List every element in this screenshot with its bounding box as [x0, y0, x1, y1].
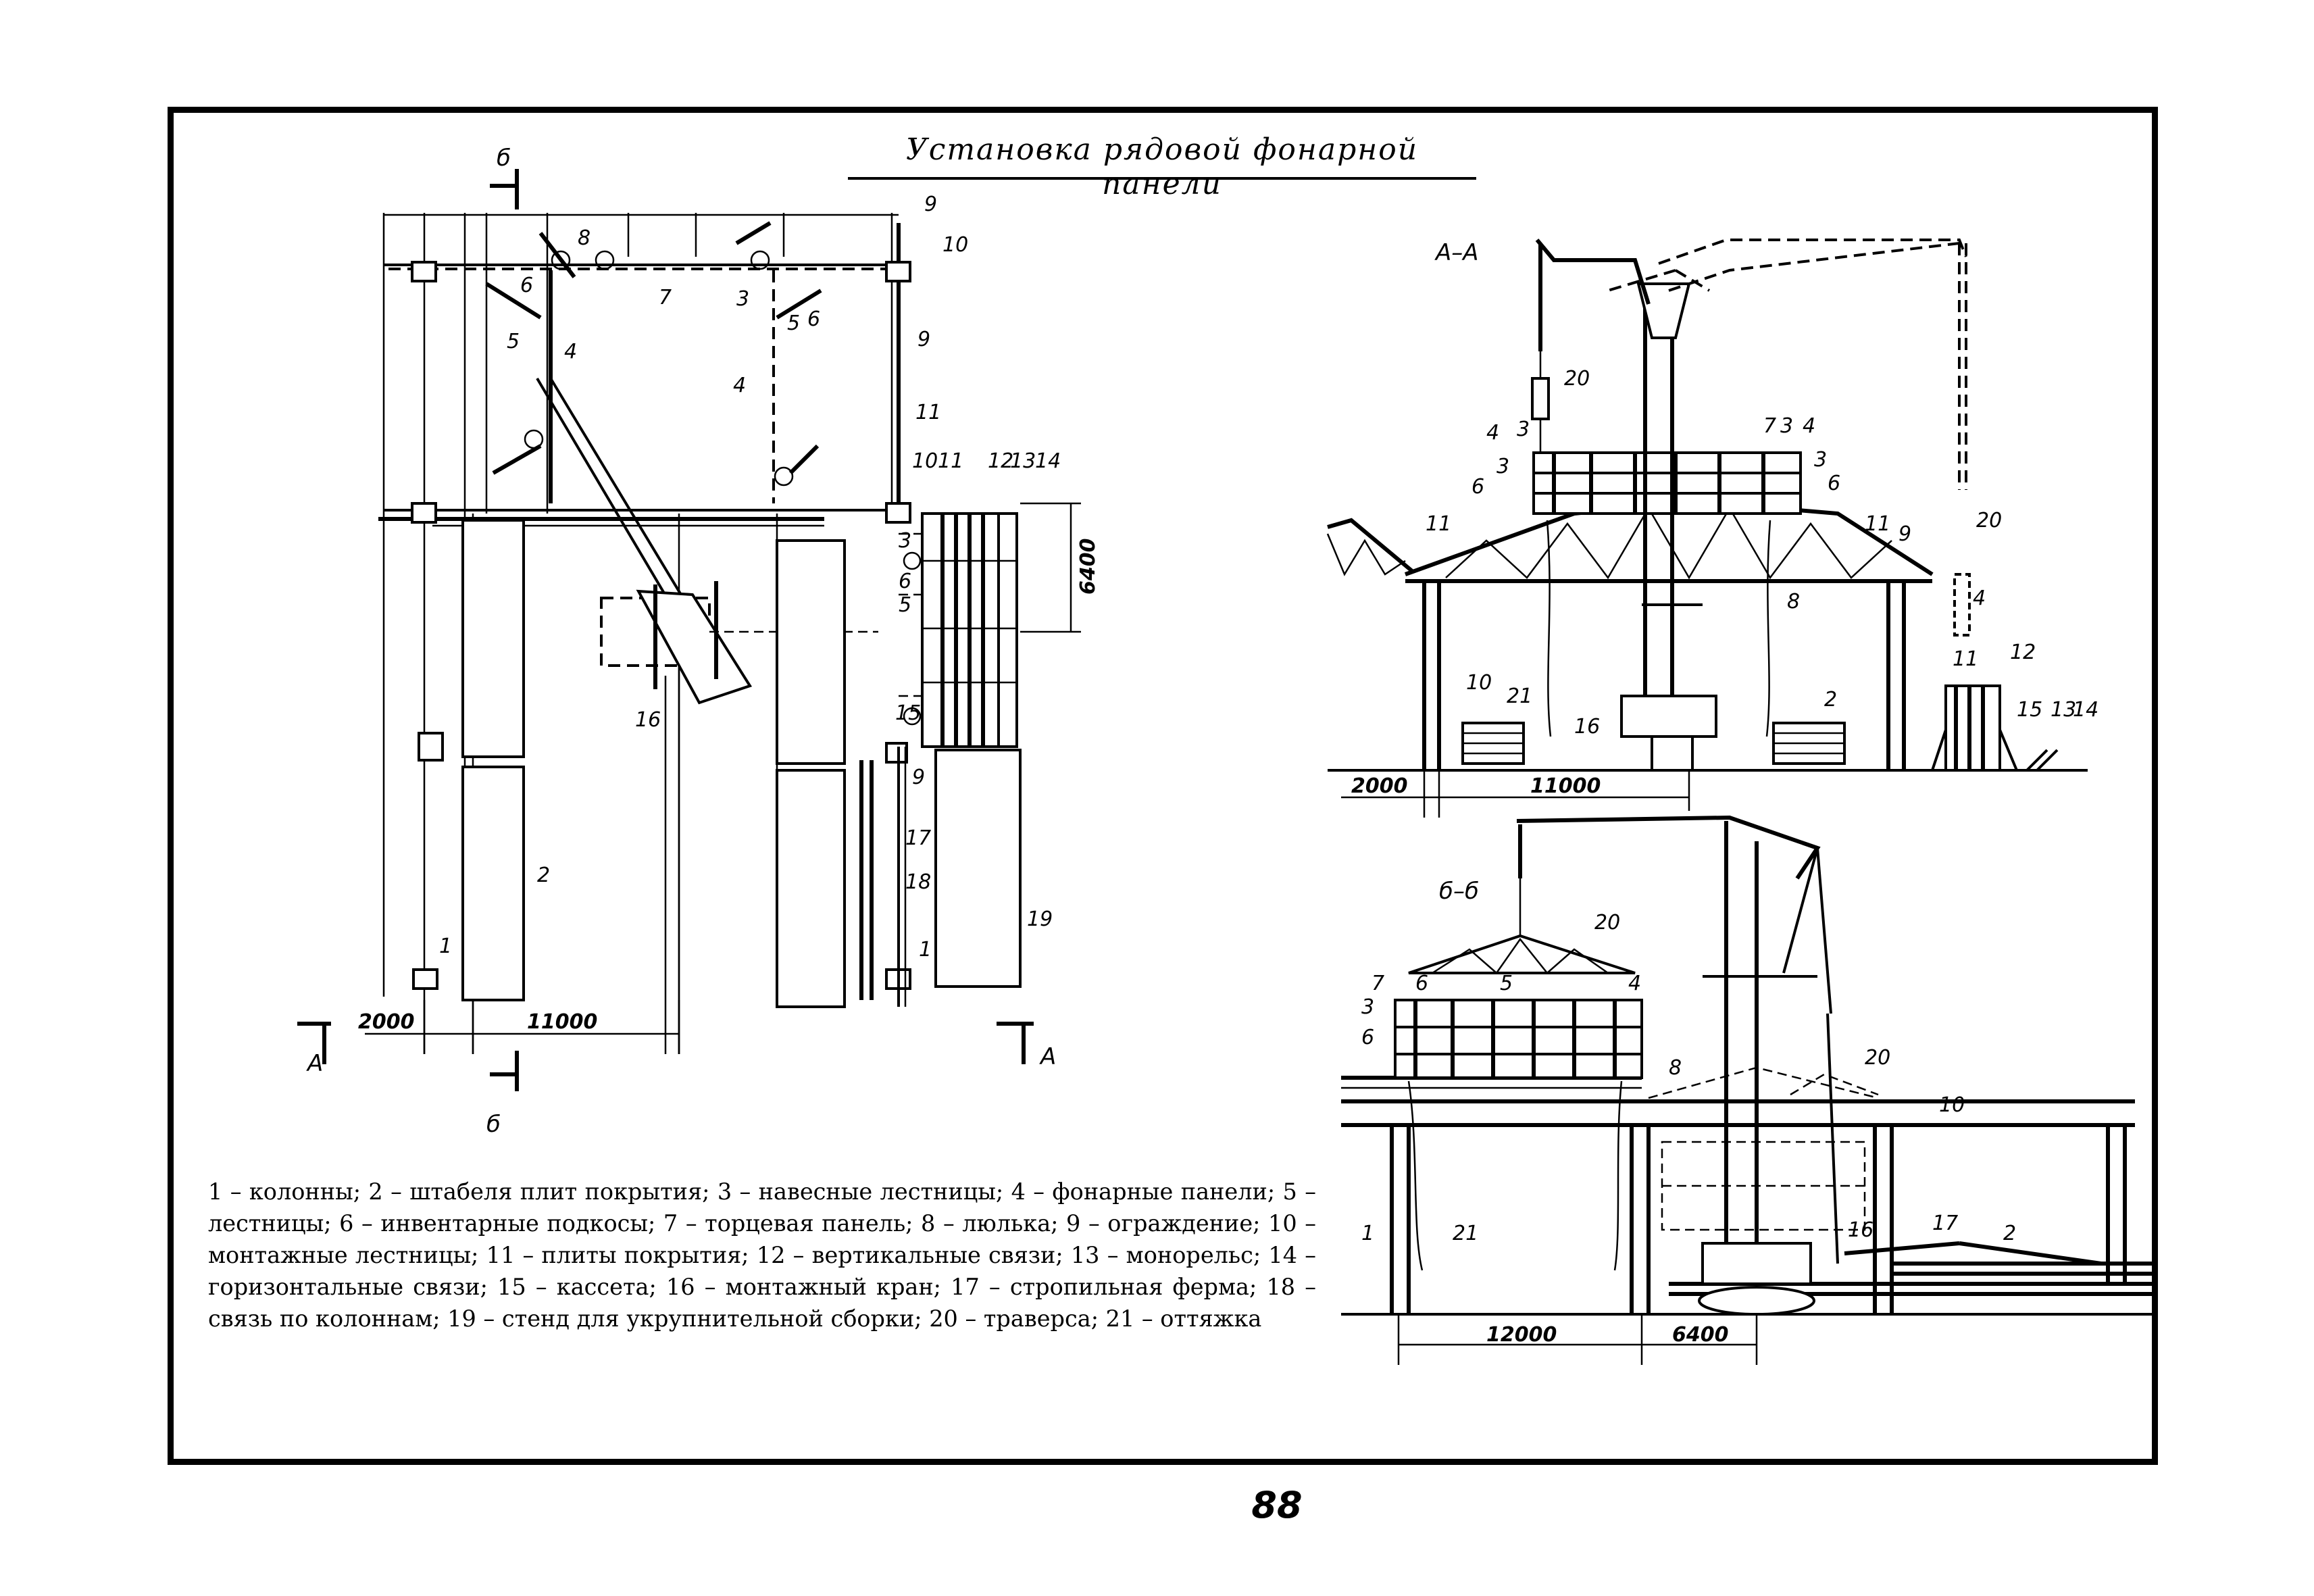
plan-callout-4a: 4 — [564, 340, 577, 364]
aa-callout-6b: 6 — [1828, 472, 1840, 495]
aa-callout-12: 12 — [2010, 641, 2036, 664]
bb-callout-2: 2 — [2003, 1222, 2016, 1245]
section-mark-a-right: А — [1039, 1043, 1056, 1070]
plan-callout-9c: 9 — [912, 766, 925, 789]
bb-callout-21: 21 — [1453, 1222, 1478, 1245]
bb-callout-10: 10 — [1939, 1093, 1965, 1117]
aa-callout-7: 7 — [1763, 414, 1776, 438]
plan-callout-17: 17 — [905, 826, 931, 850]
plan-callout-3: 3 — [736, 287, 749, 311]
cassette-rack — [921, 512, 1018, 748]
plan-callout-14: 14 — [1035, 449, 1061, 473]
section-bb — [1341, 815, 2152, 1365]
aa-callout-3d: 3 — [1814, 448, 1827, 472]
section-aa-label: А–А — [1434, 239, 1479, 266]
plan-callout-8: 8 — [578, 226, 590, 250]
bb-callout-20a: 20 — [1594, 911, 1620, 934]
aa-callout-3c: 3 — [1780, 414, 1793, 438]
bb-callout-16: 16 — [1848, 1218, 1873, 1242]
aa-callout-4a: 4 — [1486, 421, 1499, 445]
bb-callout-4: 4 — [1628, 972, 1641, 995]
plan-callout-4b: 4 — [733, 374, 746, 397]
aa-callout-14: 14 — [2073, 698, 2098, 722]
bb-callout-7: 7 — [1372, 972, 1384, 995]
bb-callout-3: 3 — [1361, 995, 1374, 1019]
plan-callout-12: 12 — [988, 449, 1013, 473]
aa-callout-9: 9 — [1898, 522, 1911, 546]
plan-callout-18: 18 — [905, 870, 931, 894]
plan-view — [297, 169, 1081, 1091]
plan-callout-6b: 6 — [807, 307, 820, 331]
plan-callout-3b: 3 — [899, 529, 911, 553]
aa-callout-3b: 3 — [1496, 455, 1509, 478]
section-mark-a-left: А — [306, 1050, 323, 1077]
plan-callout-19: 19 — [1027, 907, 1053, 931]
plan-callout-1a: 1 — [439, 934, 452, 958]
aa-callout-6a: 6 — [1472, 475, 1484, 499]
plan-callout-5b: 5 — [787, 311, 800, 335]
aa-callout-11c: 11 — [1953, 647, 1978, 671]
section-bb-labels: б–б 12000 6400 20 20 7 3 6 6 5 4 8 10 1 … — [1361, 878, 2016, 1347]
bb-callout-6a: 6 — [1415, 972, 1428, 995]
aa-callout-16: 16 — [1574, 715, 1600, 739]
aa-callout-11b: 11 — [1865, 512, 1890, 536]
section-aa-labels: А–А 2000 11000 20 20 4 4 4 3 3 3 3 7 6 6… — [1351, 239, 2098, 798]
plan-callout-11a: 11 — [915, 401, 941, 424]
plan-callout-5a: 5 — [507, 330, 520, 353]
plan-dim-11000: 11000 — [527, 1010, 597, 1034]
aa-dim-11000: 11000 — [1530, 774, 1601, 798]
plan-callout-9b: 9 — [917, 328, 930, 351]
plan-callout-1b: 1 — [919, 938, 932, 962]
section-aa — [1326, 239, 2088, 818]
aa-callout-4c: 4 — [1973, 587, 1986, 610]
plan-callout-9a: 9 — [924, 193, 937, 216]
plan-callout-6c: 6 — [899, 570, 911, 593]
aa-callout-21: 21 — [1507, 684, 1532, 708]
bb-dim-12000: 12000 — [1486, 1323, 1557, 1347]
aa-callout-10: 10 — [1466, 671, 1492, 695]
bb-callout-8: 8 — [1669, 1056, 1682, 1080]
bb-dim-6400: 6400 — [1672, 1323, 1729, 1347]
aa-callout-15: 15 — [2017, 698, 2042, 722]
plan-callout-2: 2 — [537, 864, 550, 887]
aa-dim-2000: 2000 — [1351, 774, 1408, 798]
section-mark-b-bottom: б — [486, 1111, 501, 1138]
drawing-title: Установка рядовой фонарной панели — [905, 132, 1419, 201]
aa-callout-2: 2 — [1824, 688, 1837, 712]
bb-callout-5: 5 — [1500, 972, 1513, 995]
aa-callout-20b: 20 — [1976, 509, 2002, 532]
aa-callout-8: 8 — [1787, 590, 1800, 614]
aa-callout-3a: 3 — [1517, 418, 1530, 441]
bb-callout-20b: 20 — [1865, 1046, 1890, 1070]
page-number: 88 — [1251, 1484, 1303, 1526]
legend-text: 1 – колонны; 2 – штабеля плит покрытия; … — [208, 1178, 1316, 1332]
bb-callout-17: 17 — [1932, 1212, 1958, 1235]
title-underline — [848, 177, 1476, 180]
plan-callout-10b: 10 — [912, 449, 938, 473]
plan-labels: А А б б 2000 11000 6400 1 1 2 3 4 4 5 5 … — [306, 145, 1100, 1138]
plan-callout-6a: 6 — [520, 274, 533, 297]
plan-callout-16: 16 — [635, 708, 661, 732]
plan-callout-7: 7 — [659, 286, 672, 309]
aa-callout-13: 13 — [2051, 698, 2076, 722]
plan-callout-15: 15 — [895, 701, 921, 725]
plan-callout-10a: 10 — [942, 233, 968, 257]
bb-callout-1: 1 — [1361, 1222, 1374, 1245]
plan-callout-5c: 5 — [899, 593, 911, 617]
bb-callout-6b: 6 — [1361, 1026, 1374, 1049]
plan-dim-6400: 6400 — [1076, 539, 1100, 595]
section-mark-b-top: б — [497, 145, 511, 172]
section-bb-label: б–б — [1439, 878, 1479, 905]
aa-callout-11a: 11 — [1426, 512, 1451, 536]
drawing-frame — [168, 107, 2158, 1465]
aa-callout-4b: 4 — [1803, 414, 1815, 438]
aa-callout-20a: 20 — [1564, 367, 1590, 391]
plan-dim-2000: 2000 — [358, 1010, 415, 1034]
plan-callout-13: 13 — [1010, 449, 1036, 473]
plan-callout-11b: 11 — [938, 449, 963, 473]
